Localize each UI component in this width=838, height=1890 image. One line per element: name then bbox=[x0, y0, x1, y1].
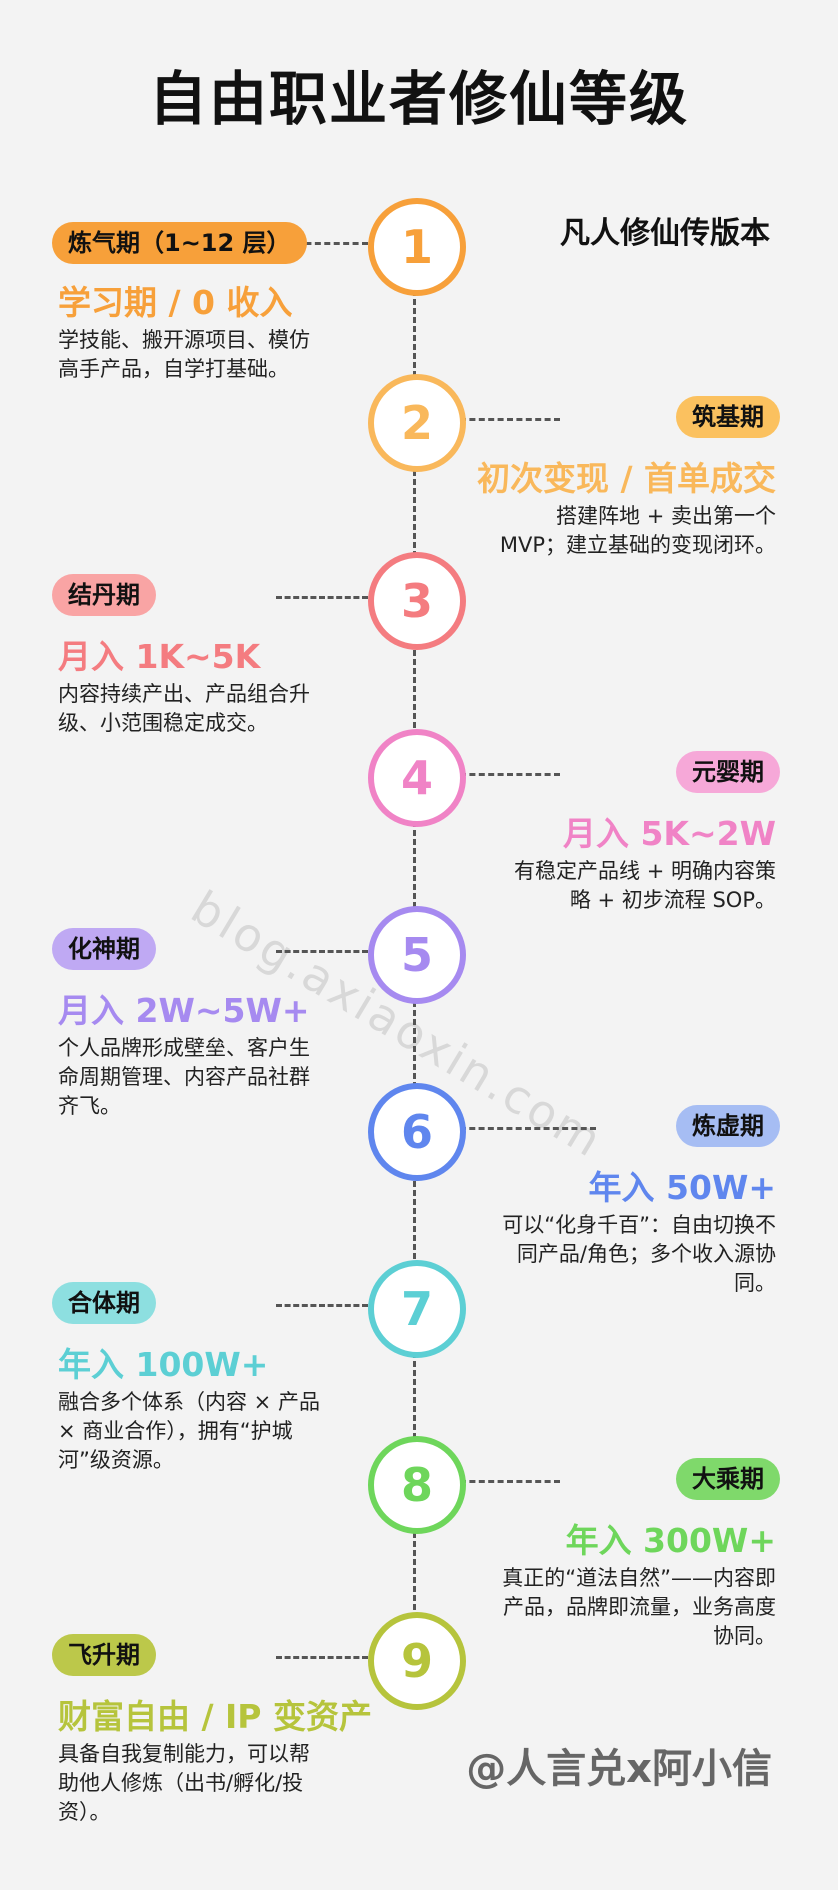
stage-number-circle: 1 bbox=[368, 198, 466, 296]
stage-description: 搭建阵地 + 卖出第一个 MVP；建立基础的变现闭环。 bbox=[499, 504, 776, 557]
stage-badge: 大乘期 bbox=[676, 1458, 780, 1500]
version-subtitle: 凡人修仙传版本 bbox=[560, 216, 770, 251]
stage-number-circle: 6 bbox=[368, 1083, 466, 1181]
stage-description: 具备自我复制能力，可以帮助他人修炼（出书/孵化/投资）。 bbox=[58, 1742, 310, 1824]
stage-description: 有稳定产品线 + 明确内容策略 + 初步流程 SOP。 bbox=[514, 859, 776, 912]
page-title: 自由职业者修仙等级 bbox=[148, 65, 689, 133]
stage-description: 内容持续产出、产品组合升级、小范围稳定成交。 bbox=[58, 682, 310, 735]
stage-heading: 年入 50W+ bbox=[588, 1168, 776, 1207]
stage-number-circle: 7 bbox=[368, 1260, 466, 1358]
stage-badge: 炼虚期 bbox=[676, 1105, 780, 1147]
stage-badge: 炼气期（1~12 层） bbox=[52, 222, 307, 264]
stage-number-circle: 3 bbox=[368, 552, 466, 650]
stage-description: 学技能、搬开源项目、模仿高手产品，自学打基础。 bbox=[58, 328, 310, 381]
stage-badge: 合体期 bbox=[52, 1282, 156, 1324]
stage-number-circle: 4 bbox=[368, 729, 466, 827]
stage-connector bbox=[460, 418, 560, 421]
stage-connector bbox=[276, 596, 368, 599]
stage-connector bbox=[296, 242, 368, 245]
stage-description: 个人品牌形成壁垒、客户生命周期管理、内容产品社群齐飞。 bbox=[58, 1036, 310, 1118]
stage-number-circle: 5 bbox=[368, 906, 466, 1004]
stage-connector bbox=[460, 1127, 596, 1130]
stage-description: 真正的“道法自然”——内容即产品，品牌即流量，业务高度协同。 bbox=[502, 1566, 776, 1648]
stage-heading: 初次变现 / 首单成交 bbox=[476, 459, 776, 498]
stage-connector bbox=[460, 1480, 560, 1483]
stage-number-circle: 2 bbox=[368, 374, 466, 472]
stage-badge: 筑基期 bbox=[676, 396, 780, 438]
stage-connector bbox=[276, 950, 368, 953]
stage-heading: 月入 1K~5K bbox=[58, 637, 261, 676]
stage-badge: 元婴期 bbox=[676, 751, 780, 793]
stage-connector bbox=[276, 1656, 368, 1659]
stage-connector bbox=[460, 773, 560, 776]
stage-description: 融合多个体系（内容 × 产品 × 商业合作），拥有“护城河”级资源。 bbox=[58, 1390, 320, 1472]
stage-connector bbox=[276, 1304, 368, 1307]
author-signature: @人言兑x阿小信 bbox=[466, 1746, 772, 1792]
stage-badge: 化神期 bbox=[52, 928, 156, 970]
stage-badge: 飞升期 bbox=[52, 1634, 156, 1676]
stage-heading: 学习期 / 0 收入 bbox=[58, 283, 293, 322]
stage-description: 可以“化身千百”：自由切换不同产品/角色；多个收入源协同。 bbox=[502, 1213, 776, 1295]
stage-heading: 财富自由 / IP 变资产 bbox=[58, 1697, 372, 1736]
stage-heading: 月入 2W~5W+ bbox=[58, 991, 310, 1030]
stage-heading: 年入 100W+ bbox=[58, 1345, 269, 1384]
stage-heading: 年入 300W+ bbox=[565, 1521, 776, 1560]
stage-heading: 月入 5K~2W bbox=[562, 814, 776, 853]
stage-number-circle: 9 bbox=[368, 1612, 466, 1710]
stage-badge: 结丹期 bbox=[52, 574, 156, 616]
stage-number-circle: 8 bbox=[368, 1436, 466, 1534]
